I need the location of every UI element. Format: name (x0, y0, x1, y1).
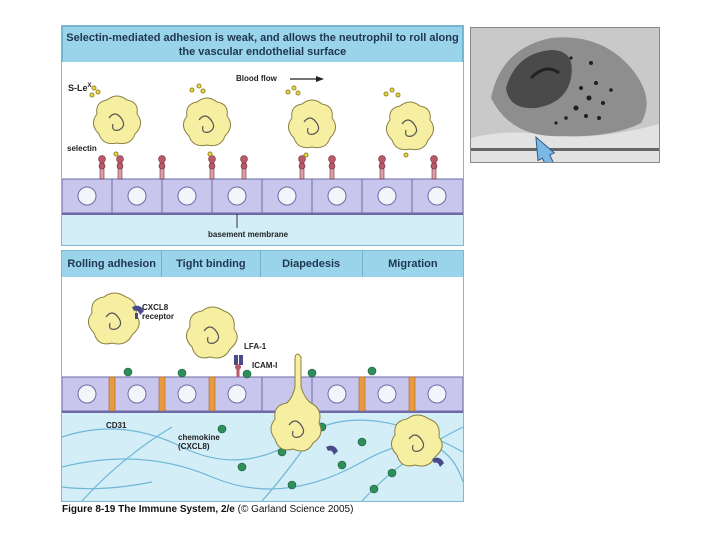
lfa1-label: LFA-1 (244, 342, 267, 351)
top-panel-title: Selectin-mediated adhesion is weak, and … (62, 26, 463, 64)
icam1-icon (235, 364, 241, 377)
cd31-label: CD31 (106, 421, 127, 430)
selectin-molecules (98, 155, 438, 180)
neutrophil-diapedesis (270, 353, 322, 452)
neutrophil-3 (288, 99, 336, 149)
step-header-row: Rolling adhesion Tight binding Diapedesi… (62, 251, 463, 278)
chemokine-molecules (123, 366, 397, 494)
pointer-arrow (535, 135, 556, 162)
step-migration: Migration (388, 258, 438, 270)
copyright-credit: (© Garland Science 2005) (237, 504, 354, 515)
top-panel-illustration (62, 62, 463, 245)
neutrophil-tight-binding (186, 306, 238, 359)
selectin-rolling-panel: Selectin-mediated adhesion is weak, and … (61, 25, 464, 246)
neutrophil-4 (386, 101, 434, 151)
neutrophil-1 (93, 95, 141, 145)
neutrophil-2 (183, 97, 231, 147)
step-rolling-adhesion: Rolling adhesion (62, 251, 163, 277)
neutrophil-cells (93, 95, 434, 151)
top-title-line1: Selectin-mediated adhesion is weak, and … (66, 32, 459, 44)
selectin-label: selectin (67, 144, 97, 153)
figure-caption: Figure 8-19 The Immune System, 2/e (© Ga… (62, 504, 353, 515)
cd31-junctions (108, 376, 416, 412)
blood-flow-label: Blood flow (236, 74, 277, 83)
book-title: The Immune System, 2/e (118, 504, 235, 515)
figure-number: Figure 8-19 (62, 504, 116, 515)
step-tight-binding: Tight binding (162, 251, 261, 277)
bottom-panel-illustration (62, 277, 463, 501)
icam1-label: ICAM-I (252, 361, 278, 370)
electron-micrograph (470, 27, 660, 163)
leukocyte-extravasation-panel: Rolling adhesion Tight binding Diapedesi… (61, 250, 464, 502)
top-title-line2: the vascular endothelial surface (178, 46, 347, 58)
endothelial-cells (77, 179, 447, 213)
sle-x-label: S-LeX (68, 83, 92, 93)
lfa1-integrin-icon (234, 355, 243, 365)
blood-flow-arrow (290, 76, 324, 82)
sle-x-ligands (89, 83, 409, 158)
cxcl8-receptor-icon (132, 305, 144, 319)
basement-membrane (62, 214, 463, 245)
micrograph-image (471, 28, 659, 162)
step-diapedesis: Diapedesis (261, 251, 363, 277)
basement-membrane-label: basement membrane (208, 230, 289, 239)
chemokine-label: chemokine (CXCL8) (178, 433, 220, 451)
neutrophil-migration (391, 414, 443, 467)
neutrophil-rolling (88, 292, 140, 345)
cxcl8-receptor-label: CXCL8 receptor (142, 303, 175, 321)
